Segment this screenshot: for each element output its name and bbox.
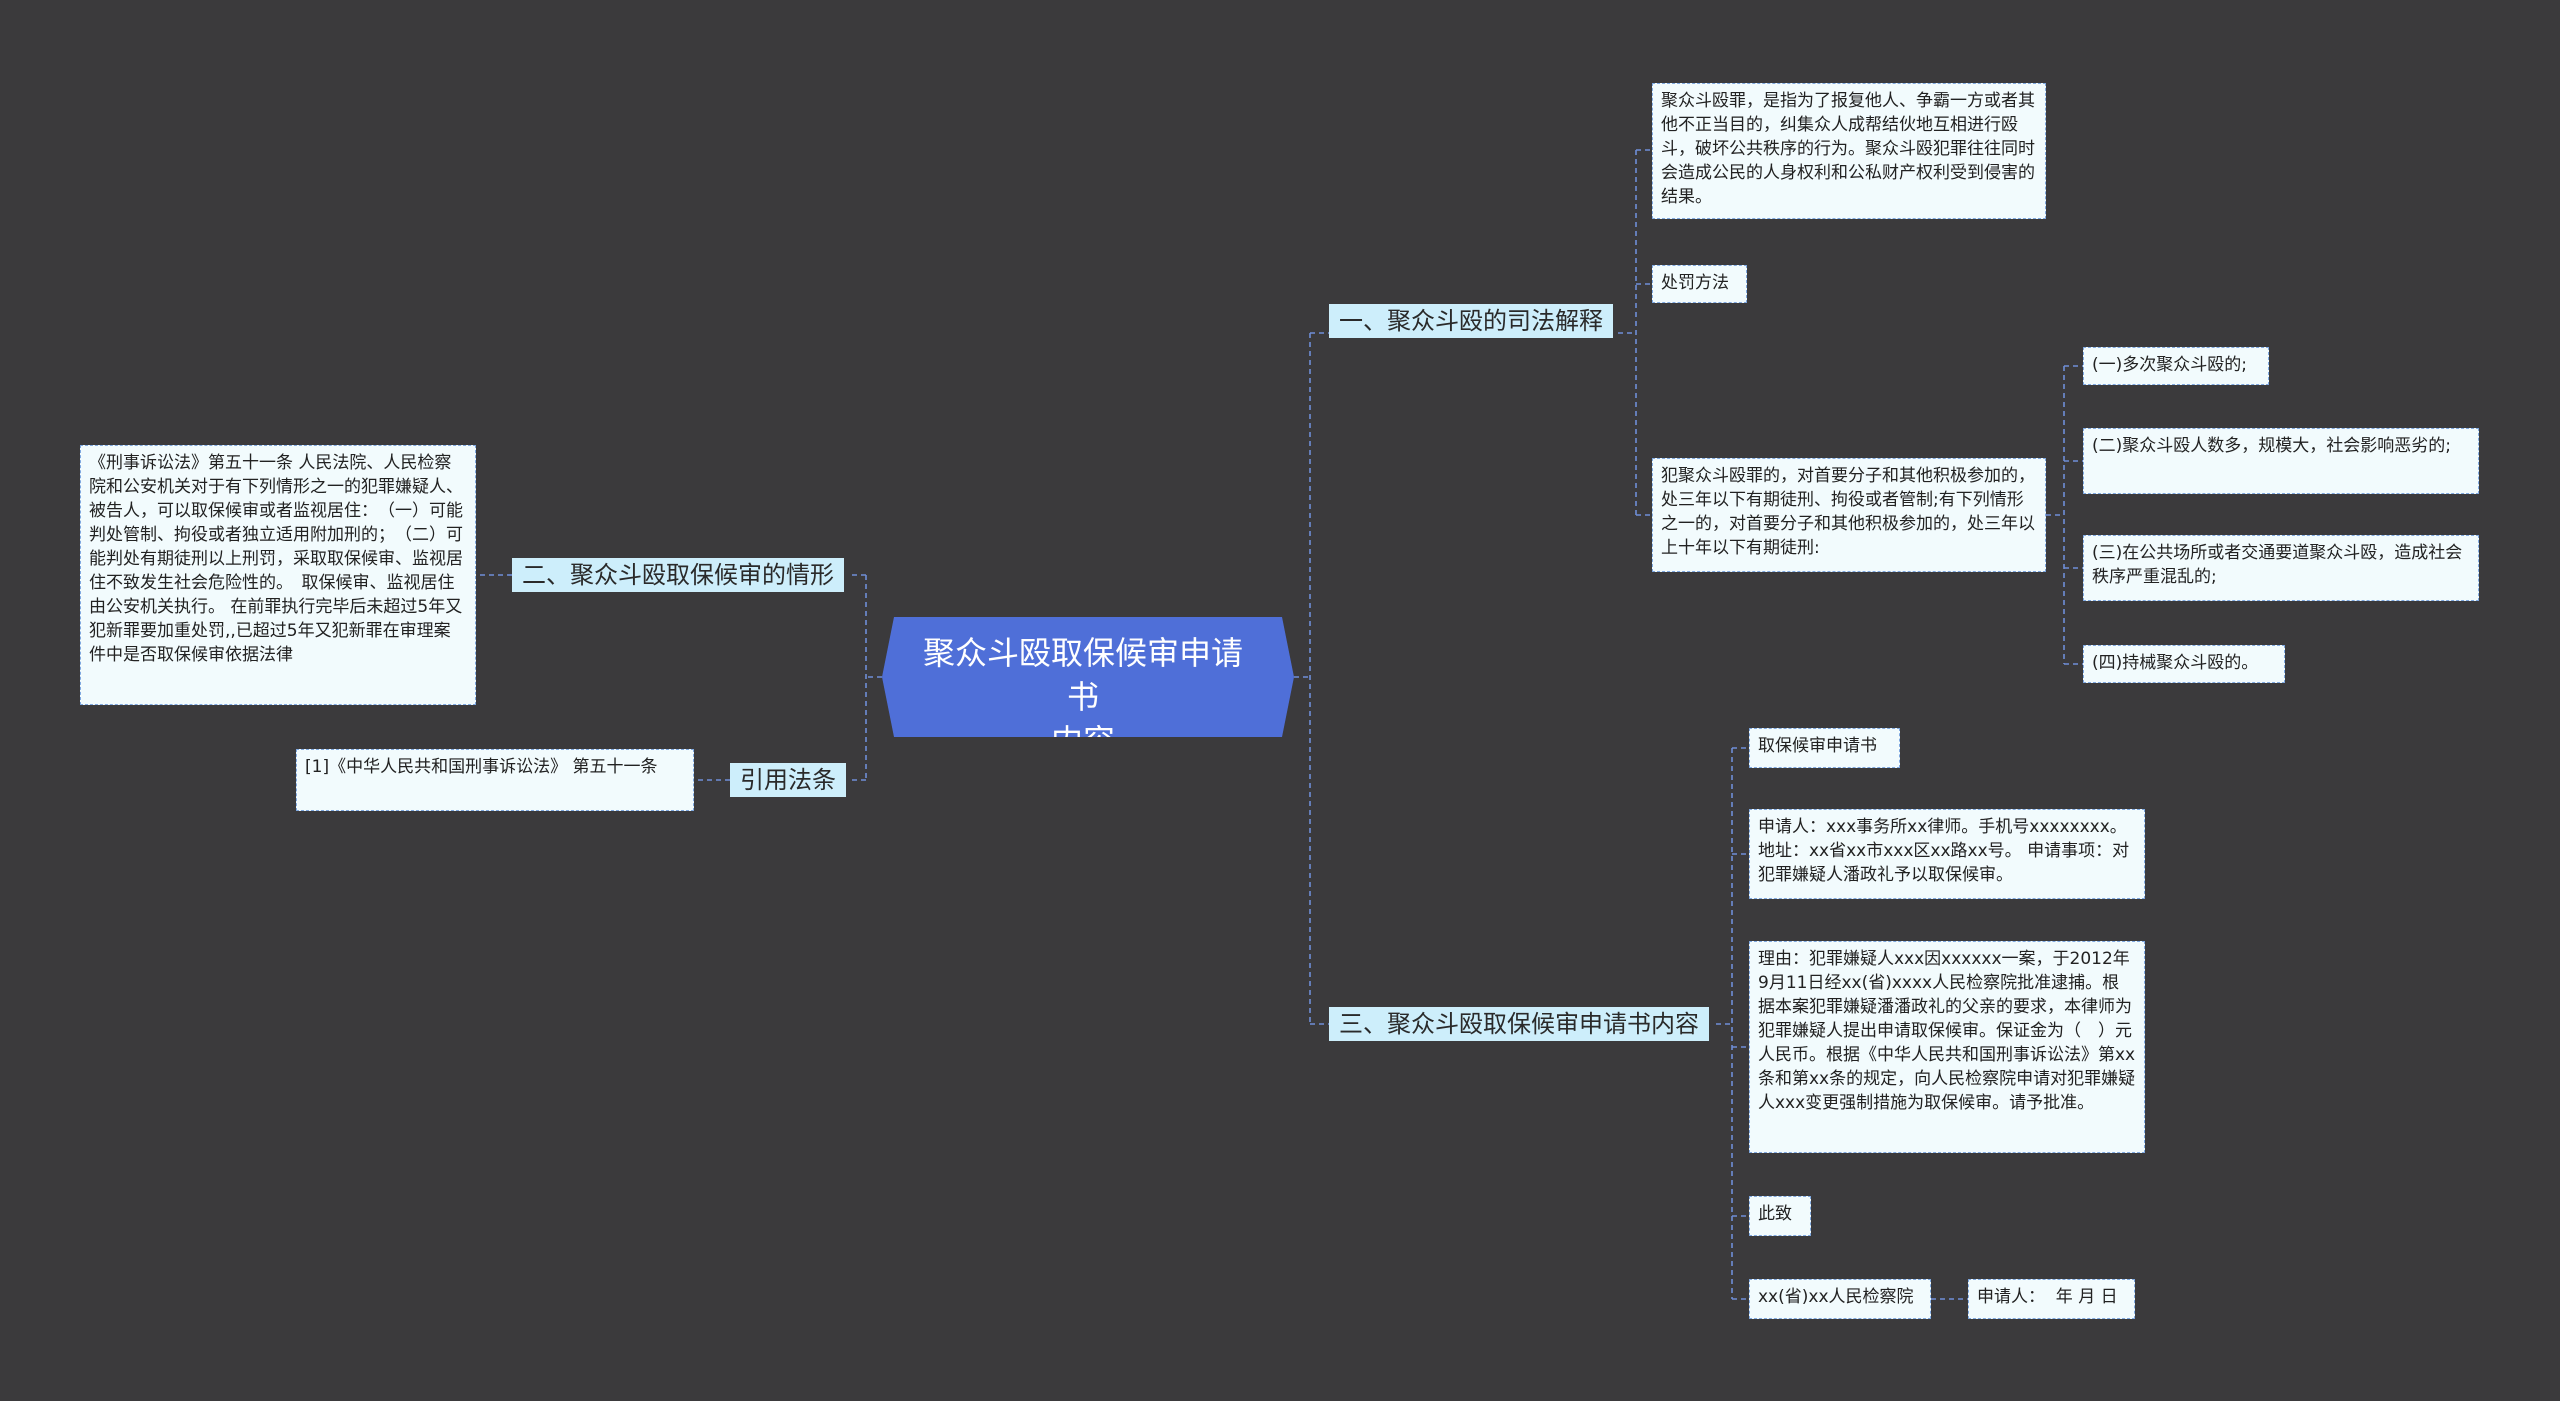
leaf-cizhi[interactable]: 此致 <box>1749 1196 1811 1236</box>
leaf-case-4[interactable]: (四)持械聚众斗殴的。 <box>2083 645 2285 683</box>
leaf-case-3[interactable]: (三)在公共场所或者交通要道聚众斗殴，造成社会秩序严重混乱的; <box>2083 535 2479 601</box>
root-topic-line2: 内容 <box>1050 722 1115 760</box>
leaf-citation[interactable]: [1]《中华人民共和国刑事诉讼法》 第五十一条 <box>296 749 694 811</box>
leaf-case-1[interactable]: (一)多次聚众斗殴的; <box>2083 347 2269 385</box>
leaf-applicant[interactable]: 申请人：xxx事务所xx律师。手机号xxxxxxxx。地址：xx省xx市xxx区… <box>1749 809 2145 899</box>
leaf-penalty[interactable]: 处罚方法 <box>1652 265 1747 303</box>
branch-application-content[interactable]: 三、聚众斗殴取保候审申请书内容 <box>1329 1007 1709 1041</box>
leaf-signature[interactable]: 申请人： 年 月 日 <box>1968 1279 2135 1319</box>
leaf-sentence[interactable]: 犯聚众斗殴罪的，对首要分子和其他积极参加的，处三年以下有期徒刑、拘役或者管制;有… <box>1652 458 2046 572</box>
root-topic-line1: 聚众斗殴取保候审申请书 <box>922 634 1243 716</box>
leaf-procuratorate[interactable]: xx(省)xx人民检察院 <box>1749 1279 1931 1319</box>
branch-cited-law[interactable]: 引用法条 <box>730 763 846 797</box>
leaf-law-text[interactable]: 《刑事诉讼法》第五十一条 人民法院、人民检察院和公安机关对于有下列情形之一的犯罪… <box>80 445 476 705</box>
leaf-case-2[interactable]: (二)聚众斗殴人数多，规模大，社会影响恶劣的; <box>2083 428 2479 494</box>
leaf-application-title[interactable]: 取保候审申请书 <box>1749 728 1900 768</box>
leaf-definition[interactable]: 聚众斗殴罪，是指为了报复他人、争霸一方或者其他不正当目的，纠集众人成帮结伙地互相… <box>1652 83 2046 219</box>
branch-bail-circumstances[interactable]: 二、聚众斗殴取保候审的情形 <box>512 558 844 592</box>
leaf-reason[interactable]: 理由：犯罪嫌疑人xxx因xxxxxx一案，于2012年9月11日经xx(省)xx… <box>1749 941 2145 1153</box>
root-topic[interactable]: 聚众斗殴取保候审申请书 内容 <box>882 617 1294 737</box>
branch-judicial-interpretation[interactable]: 一、聚众斗殴的司法解释 <box>1329 304 1613 338</box>
